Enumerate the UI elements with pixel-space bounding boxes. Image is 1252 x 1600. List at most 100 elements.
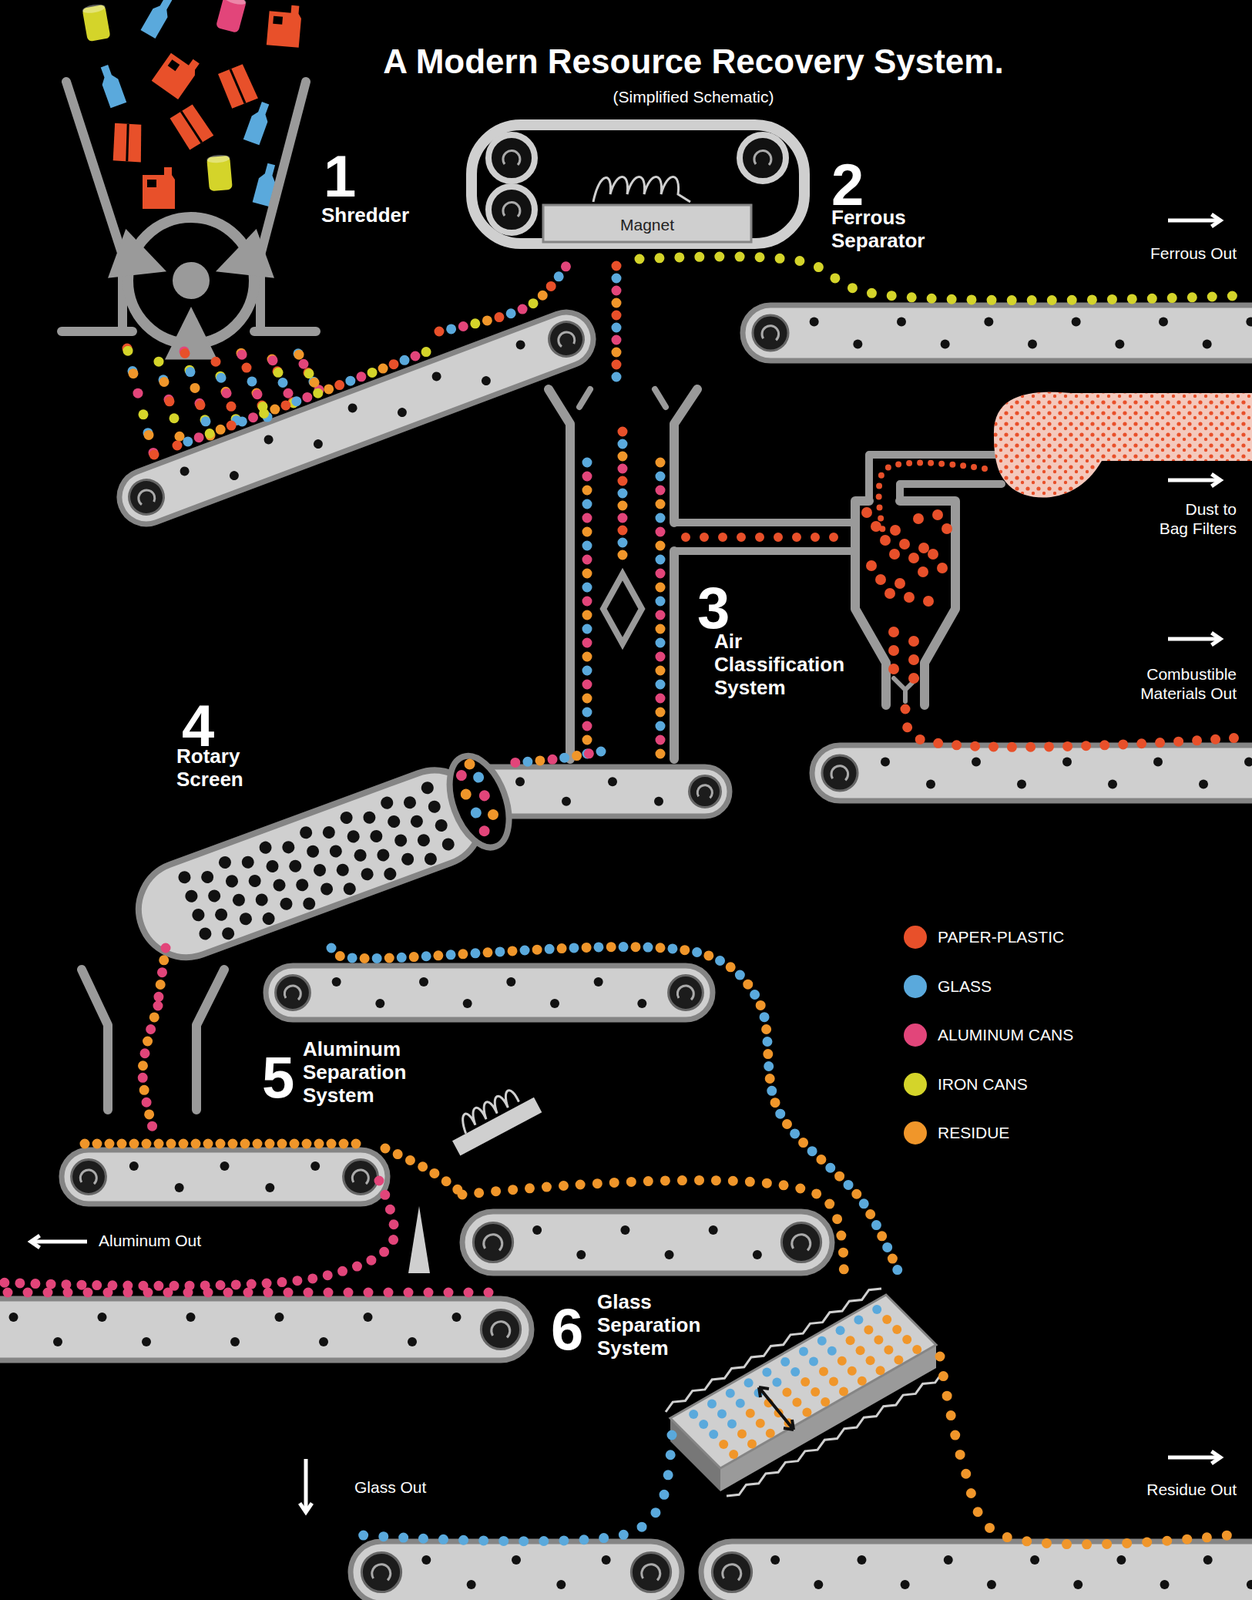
- screen-hole: [239, 853, 256, 870]
- belt-dot: [1027, 339, 1038, 349]
- carton: [108, 120, 148, 166]
- material-flow: [462, 1179, 844, 1279]
- particle: [865, 1355, 876, 1365]
- belt-dot: [561, 796, 571, 806]
- screen-hole: [352, 847, 369, 864]
- belt: [701, 1540, 1252, 1600]
- belt-dot: [708, 1225, 719, 1235]
- particle: [273, 367, 284, 378]
- particle-stream: [177, 348, 436, 446]
- legend-entry: ALUMINUM CANS: [903, 1023, 1074, 1047]
- particle: [185, 366, 196, 377]
- flow-connector: [331, 946, 902, 1279]
- belt-dot: [178, 465, 191, 477]
- refuse-item: [215, 0, 248, 34]
- roller: [124, 474, 169, 520]
- particle: [237, 349, 248, 360]
- screen-hole: [238, 910, 255, 927]
- eddy-current-magnet: [443, 1080, 542, 1156]
- jug-handle: [272, 16, 283, 25]
- screen-hole: [197, 925, 214, 942]
- belt-dot: [986, 1579, 997, 1589]
- screen-hole: [375, 846, 392, 863]
- roller: [71, 1159, 107, 1195]
- roller: [752, 315, 789, 351]
- wall: [674, 522, 856, 551]
- process-stage: 6Glass Separation System: [539, 1278, 971, 1511]
- particle-stream: [0, 1180, 395, 1286]
- particle: [802, 1407, 812, 1417]
- screen-hole: [280, 839, 297, 856]
- legend-entry: RESIDUE: [903, 1121, 1010, 1145]
- output-label: Aluminum Out: [98, 1230, 202, 1250]
- roller: [343, 1159, 379, 1195]
- refuse-item: [108, 120, 148, 166]
- output-arrowhead: [1211, 1450, 1221, 1464]
- particle: [810, 1386, 820, 1397]
- conveyor-belt: [265, 965, 713, 1020]
- screen-hole: [399, 851, 417, 868]
- screen-hole: [422, 850, 440, 867]
- belt-dot: [375, 998, 385, 1008]
- screen-hole: [199, 869, 216, 886]
- particle-stream: [177, 348, 436, 446]
- legend-text: GLASS: [937, 976, 992, 996]
- belt-dot: [940, 339, 950, 349]
- particle: [174, 431, 185, 442]
- belt-dot: [576, 1249, 586, 1259]
- particle: [144, 429, 155, 440]
- magnet-bar: [452, 1097, 542, 1156]
- wall: [548, 389, 571, 759]
- belt-dot: [346, 402, 359, 414]
- particle: [837, 1356, 847, 1366]
- magnet-belt: [471, 124, 805, 244]
- particle: [216, 372, 227, 383]
- particle: [471, 770, 486, 785]
- roller: [689, 775, 722, 808]
- roller: [668, 975, 704, 1011]
- refuse-item: [243, 100, 274, 145]
- shake-arrow: [758, 1386, 794, 1430]
- refuse-item: [217, 62, 259, 110]
- particle: [863, 1325, 873, 1335]
- screen-hole: [257, 839, 274, 856]
- particle: [853, 1315, 863, 1325]
- particle: [927, 548, 939, 560]
- belt-dot: [174, 1182, 185, 1192]
- belt-dot: [506, 976, 516, 987]
- particle: [294, 349, 305, 360]
- screen-hole: [345, 828, 362, 845]
- output-arrowhead: [299, 1502, 313, 1512]
- belt: [265, 965, 713, 1020]
- material-flow: [331, 946, 902, 1279]
- belt-dot: [620, 1225, 630, 1235]
- particle: [735, 1398, 746, 1408]
- belt-dot: [1071, 317, 1081, 327]
- belt: [111, 304, 601, 532]
- screen-hole: [379, 794, 396, 811]
- particle: [941, 523, 953, 534]
- particle-stream: [939, 1356, 1242, 1545]
- belt-dot: [312, 437, 324, 450]
- roller-arrow: [641, 1564, 661, 1581]
- roller: [488, 186, 535, 233]
- particle: [819, 1366, 829, 1376]
- particle: [190, 382, 201, 393]
- particle-stream: [617, 431, 628, 563]
- particle-stream: [84, 1138, 363, 1149]
- legend-text: PAPER-PLASTIC: [937, 927, 1065, 947]
- particle: [486, 807, 501, 822]
- screen-hole: [335, 862, 352, 879]
- screen-hole: [382, 865, 399, 883]
- screen-hole: [271, 876, 288, 893]
- roller-arrow: [677, 985, 694, 1000]
- particle: [765, 1428, 776, 1438]
- legend-swatch: [903, 1072, 927, 1096]
- output-label: Residue Out: [1146, 1479, 1237, 1499]
- particle-stream: [508, 751, 601, 763]
- screen-hole: [392, 832, 410, 849]
- particle-stream: [611, 265, 622, 386]
- belt-dot: [601, 1554, 611, 1565]
- belt-dot: [265, 1182, 275, 1192]
